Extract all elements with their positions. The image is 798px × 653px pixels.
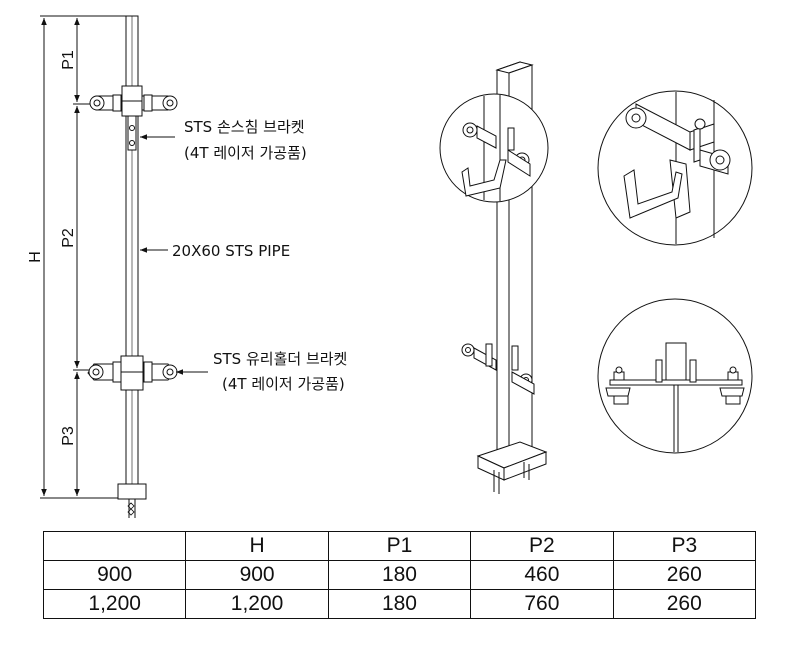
- table-cell: 260: [612, 589, 757, 619]
- table-header-cell: [42, 531, 187, 561]
- table-header-cell: P2: [470, 531, 614, 561]
- dim-p3-label: P3: [60, 426, 77, 446]
- table-cell: 1,200: [42, 589, 187, 619]
- table-row: 900 900 180 460 260: [42, 560, 757, 590]
- table-header-cell: P3: [612, 531, 757, 561]
- table-header-row: H P1 P2 P3: [42, 531, 757, 561]
- table-cell: 900: [42, 560, 187, 590]
- table-cell: 460: [470, 560, 614, 590]
- glass-holder-note: (4T 레이저 가공품): [222, 375, 345, 393]
- dim-p2-label: P2: [60, 228, 77, 248]
- table-cell: 180: [327, 589, 472, 619]
- table-cell: 760: [470, 589, 614, 619]
- handrail-bracket-label: STS 손스침 브라켓: [184, 118, 305, 136]
- table-row: 1,200 1,200 180 760 260: [42, 589, 757, 619]
- handrail-bracket-note: (4T 레이저 가공품): [184, 144, 307, 162]
- table-cell: 180: [327, 560, 472, 590]
- detail-circle-handrail-small: [439, 93, 549, 203]
- pipe-label: 20X60 STS PIPE: [172, 242, 290, 260]
- table-cell: 1,200: [185, 589, 329, 619]
- front-glass-holder-bracket: [87, 355, 178, 391]
- spec-table: H P1 P2 P3 900 900 180 460 260 1,200 1,2…: [42, 531, 757, 619]
- table-cell: 900: [185, 560, 329, 590]
- glass-holder-bracket-label: STS 유리홀더 브라켓: [213, 350, 347, 368]
- front-handrail-bracket: [89, 85, 178, 151]
- table-cell: 260: [612, 560, 757, 590]
- dim-h-label: H: [27, 251, 44, 263]
- table-header-cell: H: [185, 531, 329, 561]
- leader-lines: [140, 134, 208, 375]
- dim-p1-label: P1: [60, 50, 77, 70]
- post-drawing: H P1 P2 P3: [27, 15, 753, 518]
- dimension-lines: [40, 15, 132, 499]
- detail-circle-handrail-large: [597, 90, 753, 246]
- detail-circle-glass-holder: [597, 298, 753, 454]
- table-header-cell: P1: [327, 531, 472, 561]
